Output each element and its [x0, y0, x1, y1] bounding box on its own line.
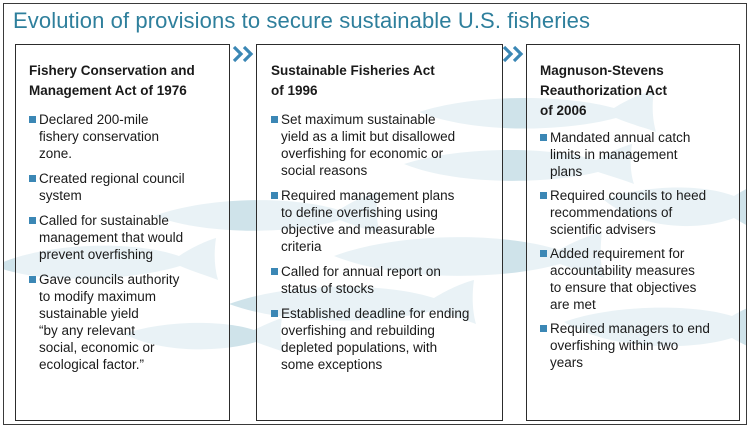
- square-bullet-icon: [29, 217, 36, 224]
- provision-list: Declared 200-mile fishery conservation z…: [29, 111, 217, 373]
- square-bullet-icon: [271, 310, 278, 317]
- list-item: Added requirement for accountability mea…: [540, 245, 727, 313]
- list-item: Required councils to heed recommendation…: [540, 187, 727, 238]
- card-heading: Magnuson-Stevens Reauthorization Act of …: [540, 61, 727, 121]
- list-item-text: Declared 200-mile fishery conservation z…: [39, 112, 160, 161]
- square-bullet-icon: [540, 192, 547, 199]
- card-heading-text: Fishery Conservation and Management Act …: [29, 63, 195, 98]
- square-bullet-icon: [540, 134, 547, 141]
- square-bullet-icon: [540, 250, 547, 257]
- double-chevron-right-icon: [232, 45, 254, 63]
- list-item: Required management plans to define over…: [271, 187, 490, 255]
- list-item: Called for annual report on status of st…: [271, 263, 490, 297]
- list-item-text: Gave councils authority to modify maximu…: [39, 272, 180, 372]
- card-heading-text: Sustainable Fisheries Act of 1996: [271, 63, 435, 98]
- provision-list: Mandated annual catch limits in manageme…: [540, 129, 727, 371]
- list-item-text: Set maximum sustainable yield as a limit…: [281, 112, 456, 178]
- square-bullet-icon: [29, 116, 36, 123]
- list-item-text: Required management plans to define over…: [281, 188, 455, 254]
- list-item-text: Called for sustainable management that w…: [39, 213, 184, 262]
- card-heading: Sustainable Fisheries Act of 1996: [271, 61, 490, 101]
- provision-card-1976: Fishery Conservation and Management Act …: [15, 44, 230, 421]
- list-item-text: Required managers to end overfishing wit…: [550, 321, 710, 370]
- list-item: Called for sustainable management that w…: [29, 212, 217, 263]
- list-item: Mandated annual catch limits in manageme…: [540, 129, 727, 180]
- list-item-text: Added requirement for accountability mea…: [550, 246, 697, 312]
- square-bullet-icon: [29, 175, 36, 182]
- infographic-frame: Evolution of provisions to secure sustai…: [3, 3, 747, 425]
- provision-card-1996: Sustainable Fisheries Act of 1996 Set ma…: [256, 44, 503, 421]
- card-heading-text: Magnuson-Stevens Reauthorization Act of …: [540, 63, 668, 118]
- square-bullet-icon: [540, 325, 547, 332]
- square-bullet-icon: [29, 276, 36, 283]
- list-item: Required managers to end overfishing wit…: [540, 320, 727, 371]
- page-title: Evolution of provisions to secure sustai…: [13, 8, 591, 33]
- square-bullet-icon: [271, 192, 278, 199]
- list-item: Gave councils authority to modify maximu…: [29, 271, 217, 373]
- square-bullet-icon: [271, 116, 278, 123]
- square-bullet-icon: [271, 268, 278, 275]
- list-item-text: Mandated annual catch limits in manageme…: [550, 130, 691, 179]
- list-item: Created regional council system: [29, 170, 217, 204]
- list-item-text: Required councils to heed recommendation…: [550, 188, 707, 237]
- list-item: Declared 200-mile fishery conservation z…: [29, 111, 217, 162]
- list-item-text: Called for annual report on status of st…: [281, 264, 441, 296]
- list-item: Set maximum sustainable yield as a limit…: [271, 111, 490, 179]
- list-item: Established deadline for ending overfish…: [271, 305, 490, 373]
- provision-card-2006: Magnuson-Stevens Reauthorization Act of …: [526, 44, 740, 421]
- double-chevron-right-icon: [502, 45, 524, 63]
- list-item-text: Established deadline for ending overfish…: [281, 306, 470, 372]
- card-heading: Fishery Conservation and Management Act …: [29, 61, 217, 101]
- list-item-text: Created regional council system: [39, 171, 185, 203]
- provision-list: Set maximum sustainable yield as a limit…: [271, 111, 490, 373]
